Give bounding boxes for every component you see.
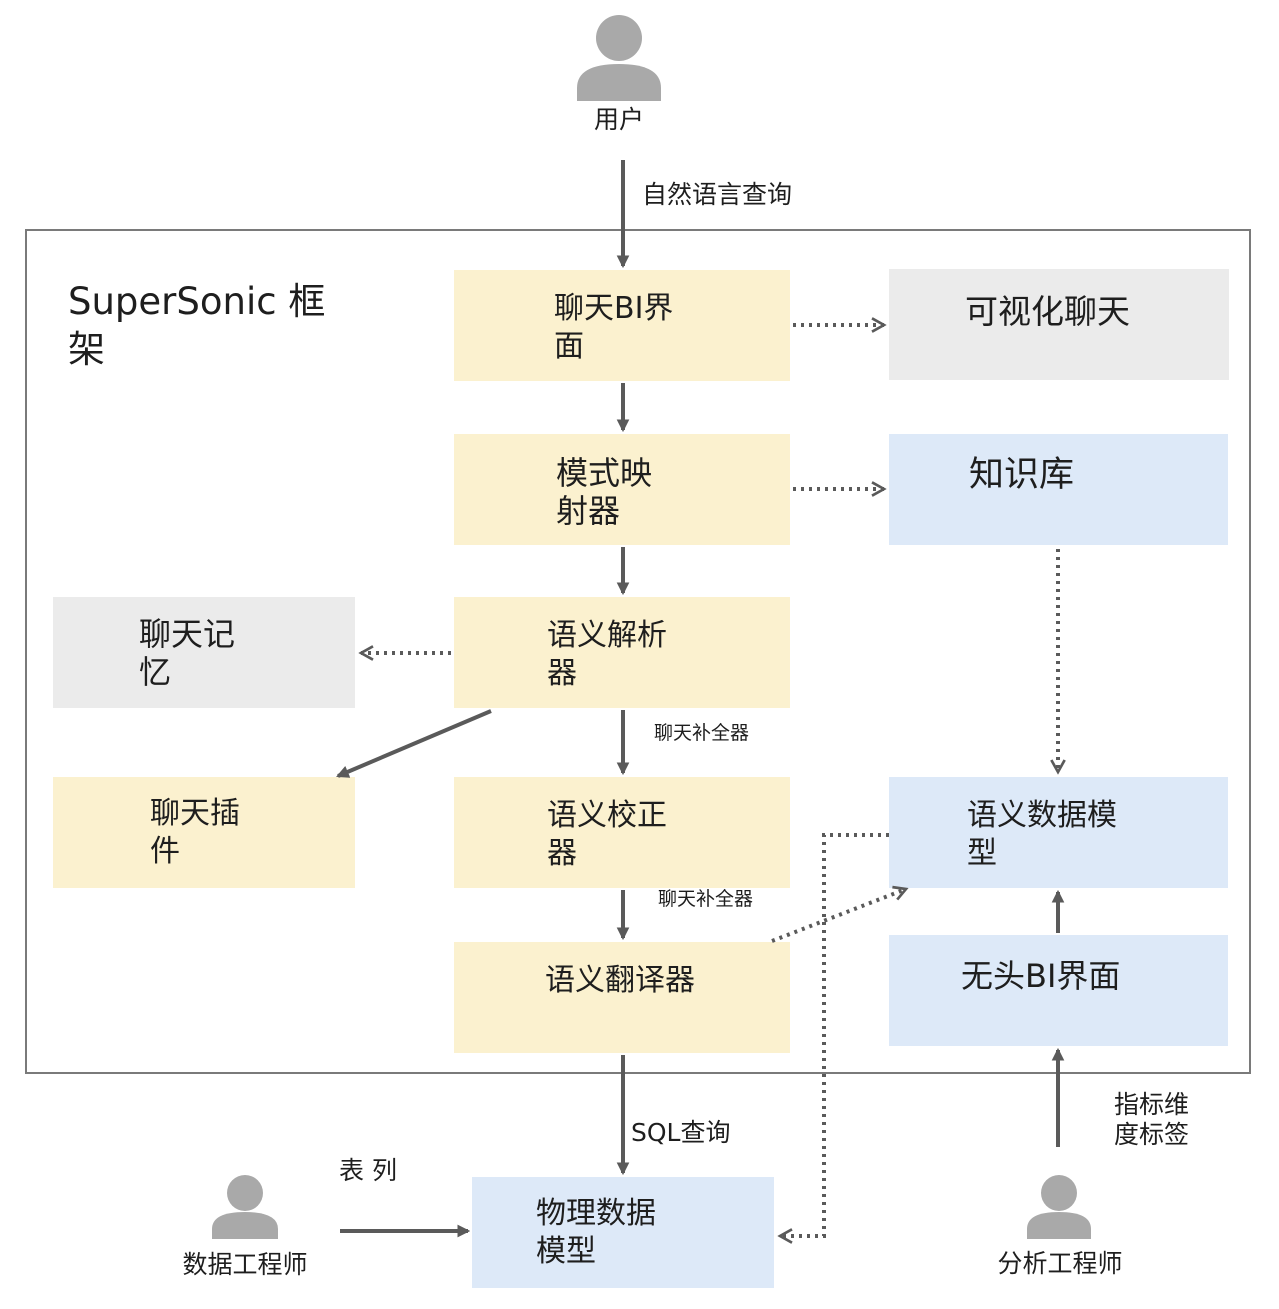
visual-chat-node: 可视化聊天 bbox=[889, 269, 1229, 380]
headless-bi-ui-label: 无头BI界面 bbox=[961, 957, 1121, 995]
supersonic-framework-frame bbox=[25, 229, 1251, 1074]
user-label: 用户 bbox=[593, 105, 644, 134]
chat-bi-ui-label: 聊天BI界 面 bbox=[554, 291, 674, 364]
edge-translator-to-semantic-model bbox=[771, 889, 906, 943]
metric-dimension-tags-label: 指标维 度标签 bbox=[1113, 1090, 1189, 1149]
knowledge-base-label: 知识库 bbox=[969, 455, 1075, 495]
semantic-data-model-node: 语义数据模 型 bbox=[889, 777, 1228, 888]
chat-memory-node: 聊天记 忆 bbox=[53, 597, 355, 708]
semantic-data-model-label: 语义数据模 型 bbox=[967, 798, 1117, 871]
chat-memory-label: 聊天记 忆 bbox=[139, 615, 236, 691]
chat-plugin-label: 聊天插 件 bbox=[150, 796, 240, 869]
chat-completer-label-2: 聊天补全器 bbox=[658, 888, 754, 910]
person-icon bbox=[1027, 1175, 1091, 1239]
chat-completer-label-1: 聊天补全器 bbox=[654, 722, 750, 744]
semantic-corrector-label: 语义校正 器 bbox=[547, 798, 667, 871]
semantic-parser-label: 语义解析 器 bbox=[547, 618, 667, 691]
sql-query-label: SQL查询 bbox=[631, 1118, 731, 1147]
framework-title: SuperSonic 框 架 bbox=[68, 280, 326, 371]
knowledge-base-node: 知识库 bbox=[889, 434, 1228, 545]
person-icon bbox=[212, 1175, 278, 1239]
semantic-parser-node: 语义解析 器 bbox=[454, 597, 790, 708]
semantic-translator-node: 语义翻译器 bbox=[454, 942, 790, 1053]
schema-mapper-label: 模式映 射器 bbox=[556, 454, 653, 530]
analyst-engineer-label: 分析工程师 bbox=[997, 1249, 1123, 1278]
table-column-label: 表 列 bbox=[339, 1156, 397, 1185]
person-icon bbox=[577, 15, 661, 101]
headless-bi-ui-node: 无头BI界面 bbox=[889, 935, 1228, 1046]
edge-semantic-model-to-physical bbox=[780, 833, 889, 1236]
edge-parser-to-plugin bbox=[336, 709, 492, 778]
physical-data-model-node: 物理数据 模型 bbox=[472, 1177, 774, 1288]
visual-chat-label: 可视化聊天 bbox=[965, 292, 1130, 331]
semantic-translator-label: 语义翻译器 bbox=[545, 963, 695, 998]
chat-plugin-node: 聊天插 件 bbox=[53, 777, 355, 888]
natural-language-query-label: 自然语言查询 bbox=[642, 180, 793, 209]
chat-bi-ui-node: 聊天BI界 面 bbox=[454, 270, 790, 381]
physical-data-model-label: 物理数据 模型 bbox=[536, 1196, 656, 1269]
data-engineer-label: 数据工程师 bbox=[182, 1250, 308, 1279]
semantic-corrector-node: 语义校正 器 bbox=[454, 777, 790, 888]
schema-mapper-node: 模式映 射器 bbox=[454, 434, 790, 545]
